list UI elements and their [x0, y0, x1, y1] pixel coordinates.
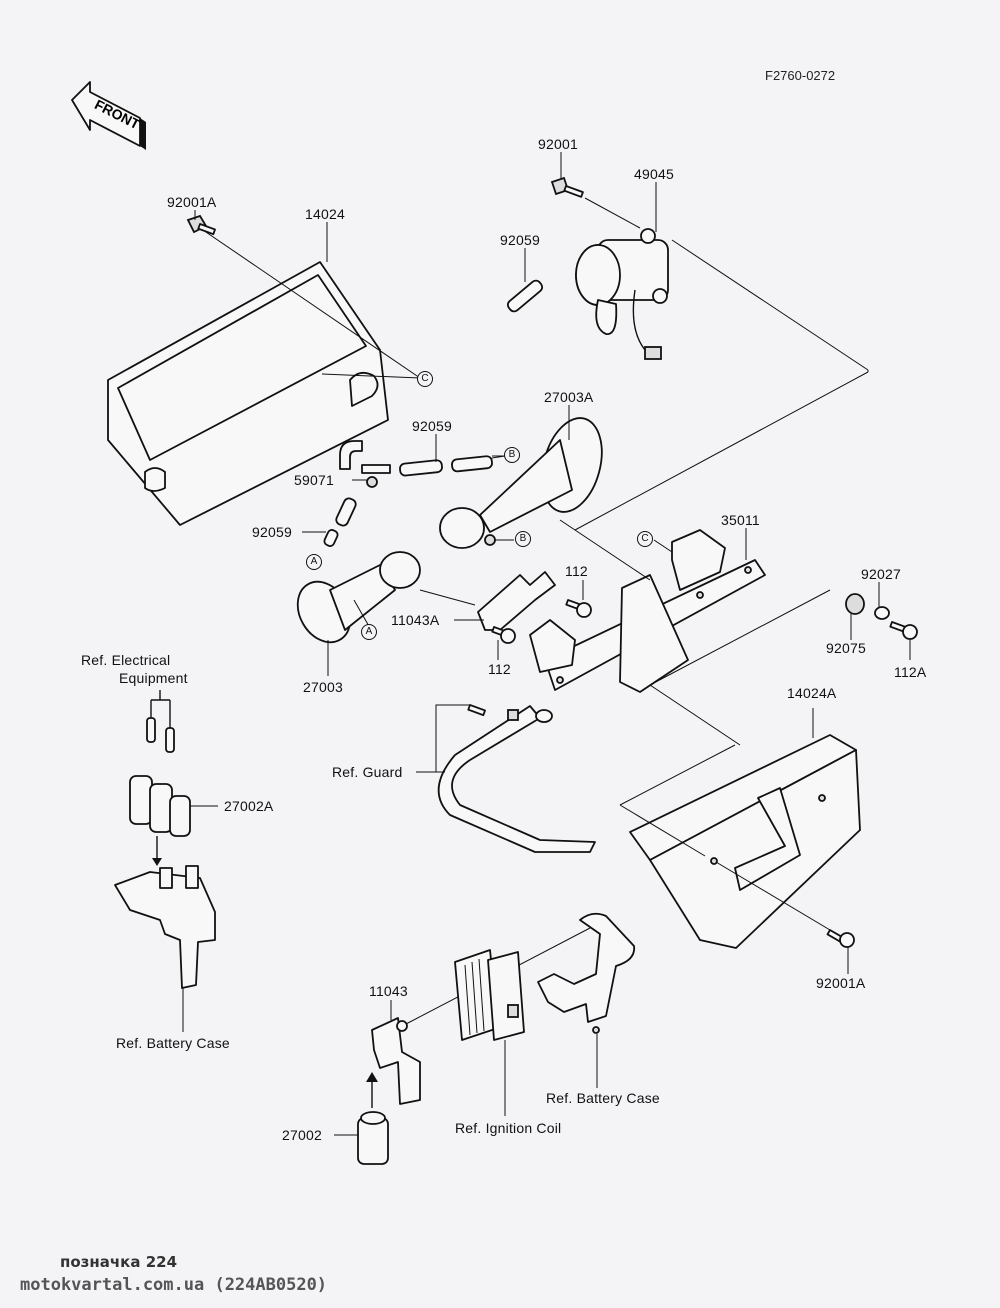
- hose-elbow: [339, 440, 363, 470]
- diagram-code: F2760-0272: [765, 68, 836, 83]
- bracket-11043A: [477, 571, 556, 631]
- part-label-11043: 11043: [369, 983, 408, 999]
- ref-electrical-equipment-line1: Ref. Electrical: [81, 652, 171, 668]
- ref-ignition-coil: Ref. Ignition Coil: [455, 1120, 562, 1136]
- connection-marker-c-lower: C: [637, 531, 653, 547]
- bolt-112-upper: [565, 599, 592, 618]
- fuse-holder-27002A: [129, 775, 191, 837]
- bolt-92001A-bottom: [826, 929, 855, 948]
- solenoid-49045: [575, 228, 669, 360]
- connection-marker-c-upper: C: [417, 371, 433, 387]
- guard: [437, 704, 596, 853]
- joint-59071: [361, 464, 391, 488]
- connection-marker-a-left: A: [306, 554, 322, 570]
- part-label-92075: 92075: [826, 640, 866, 656]
- part-label-27003A: 27003A: [544, 389, 594, 405]
- watermark-line1: позначка 224: [60, 1253, 178, 1271]
- part-label-14024A: 14024A: [787, 685, 837, 701]
- bracket-11043: [371, 1017, 421, 1105]
- bolt-92001: [550, 176, 584, 198]
- part-label-11043A: 11043A: [391, 612, 440, 628]
- cover-14024A: [629, 734, 861, 949]
- part-label-92027: 92027: [861, 566, 901, 582]
- collar-92027: [874, 606, 890, 620]
- part-label-27003: 27003: [303, 679, 343, 695]
- damper-92075: [845, 593, 865, 615]
- part-label-92001: 92001: [538, 136, 578, 152]
- part-label-92059-mid: 92059: [412, 418, 452, 434]
- battery-case-bracket-right: [537, 912, 636, 1034]
- ref-battery-case-left: Ref. Battery Case: [116, 1035, 230, 1051]
- connection-marker-b-lower: B: [515, 531, 531, 547]
- part-label-59071: 59071: [294, 472, 334, 488]
- part-label-27002: 27002: [282, 1127, 322, 1143]
- front-arrow-icon: FRONT: [71, 81, 146, 150]
- ref-battery-case-right: Ref. Battery Case: [546, 1090, 660, 1106]
- part-label-92059-lower: 92059: [252, 524, 292, 540]
- watermark-line2: motokvartal.com.ua (224AB0520): [20, 1275, 328, 1295]
- ref-electrical-equipment-line2: Equipment: [119, 670, 188, 686]
- part-label-92001A-bottom: 92001A: [816, 975, 866, 991]
- bolt-92001A-top: [186, 214, 216, 236]
- tube-92059-upper: [506, 279, 544, 313]
- bracket-35011: [529, 529, 766, 693]
- fuses: [146, 690, 175, 753]
- part-label-112A: 112A: [894, 664, 927, 680]
- part-label-92059-upper: 92059: [500, 232, 540, 248]
- bolt-112-lower: [491, 626, 516, 644]
- part-label-14024: 14024: [305, 206, 345, 222]
- ignition-coil-regulator: [454, 949, 525, 1041]
- battery-case-bracket-left: [114, 865, 216, 989]
- tube-92059-lower: [335, 497, 357, 527]
- part-label-35011: 35011: [721, 512, 760, 528]
- ref-guard: Ref. Guard: [332, 764, 403, 780]
- connection-marker-b-upper: B: [504, 447, 520, 463]
- part-label-112-lower: 112: [488, 661, 511, 677]
- horn-27003: [296, 551, 421, 644]
- horn-27003A: [439, 417, 603, 549]
- part-label-27002A: 27002A: [224, 798, 274, 814]
- leader-lines: [182, 152, 911, 1136]
- part-label-112-upper: 112: [565, 563, 588, 579]
- bolt-112A: [889, 621, 918, 640]
- connection-marker-a-right: A: [361, 624, 377, 640]
- tube-92059-mid: [399, 459, 443, 477]
- fuse-holder-27002: [357, 1111, 389, 1165]
- part-label-92001A-top: 92001A: [167, 194, 217, 210]
- cover-14024: [107, 261, 389, 526]
- part-label-49045: 49045: [634, 166, 674, 182]
